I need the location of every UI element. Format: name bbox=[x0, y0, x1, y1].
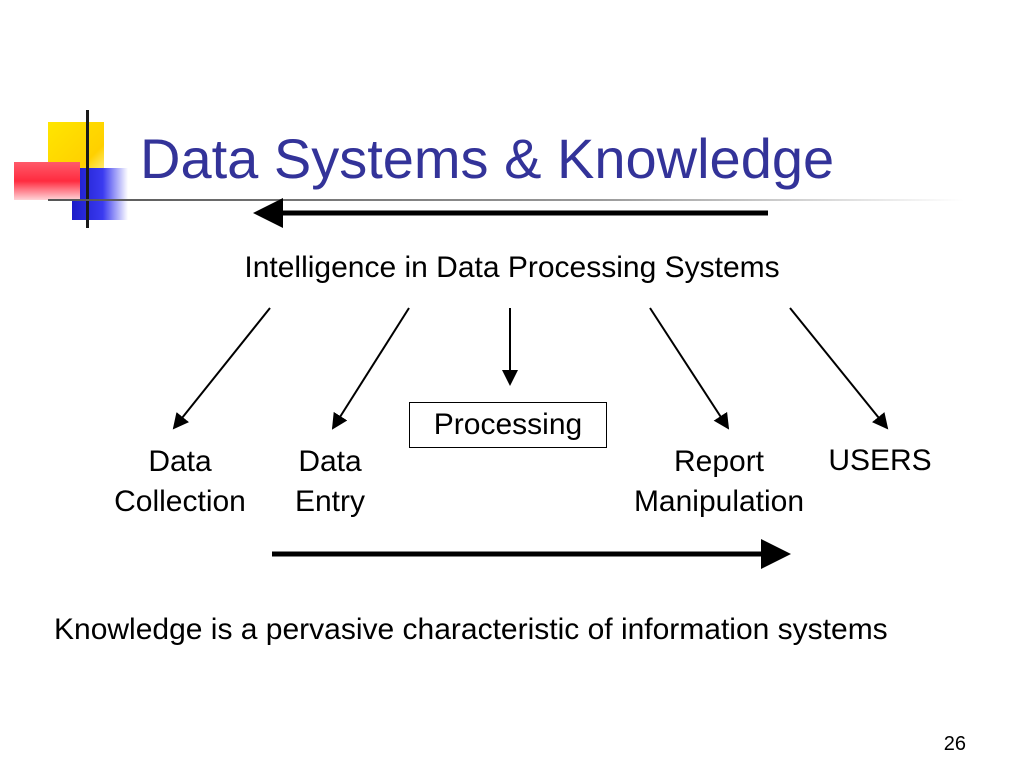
arrow-to-users bbox=[789, 307, 889, 430]
footer-statement: Knowledge is a pervasive characteristic … bbox=[54, 613, 888, 646]
node-data-collection-line-2: Collection bbox=[114, 485, 246, 518]
node-report-manipulation-line-1: Report bbox=[673, 445, 765, 478]
logo-vertical-line bbox=[86, 110, 89, 228]
node-data-entry: Data Entry bbox=[270, 442, 390, 522]
node-report-manipulation-line-2: Manipulation bbox=[633, 485, 805, 518]
logo-red-square bbox=[14, 162, 80, 200]
arrow-to-report-manipulation bbox=[649, 307, 730, 430]
arrow-to-data-collection bbox=[172, 307, 271, 430]
slide-number: 26 bbox=[943, 733, 966, 755]
node-data-collection: Data Collection bbox=[98, 442, 262, 522]
node-data-entry-line-1: Data bbox=[298, 445, 362, 478]
diagram-source-label: Intelligence in Data Processing Systems bbox=[244, 251, 780, 284]
title-underline bbox=[48, 199, 964, 201]
slide-title: Data Systems & Knowledge bbox=[140, 127, 835, 190]
node-users: USERS bbox=[828, 444, 932, 477]
node-report-manipulation: Report Manipulation bbox=[612, 442, 826, 522]
node-processing: Processing bbox=[409, 402, 607, 448]
logo-blue-square bbox=[72, 168, 128, 220]
node-data-entry-line-2: Entry bbox=[294, 485, 366, 518]
arrow-to-data-entry bbox=[331, 307, 410, 430]
node-data-collection-line-1: Data bbox=[148, 445, 212, 478]
